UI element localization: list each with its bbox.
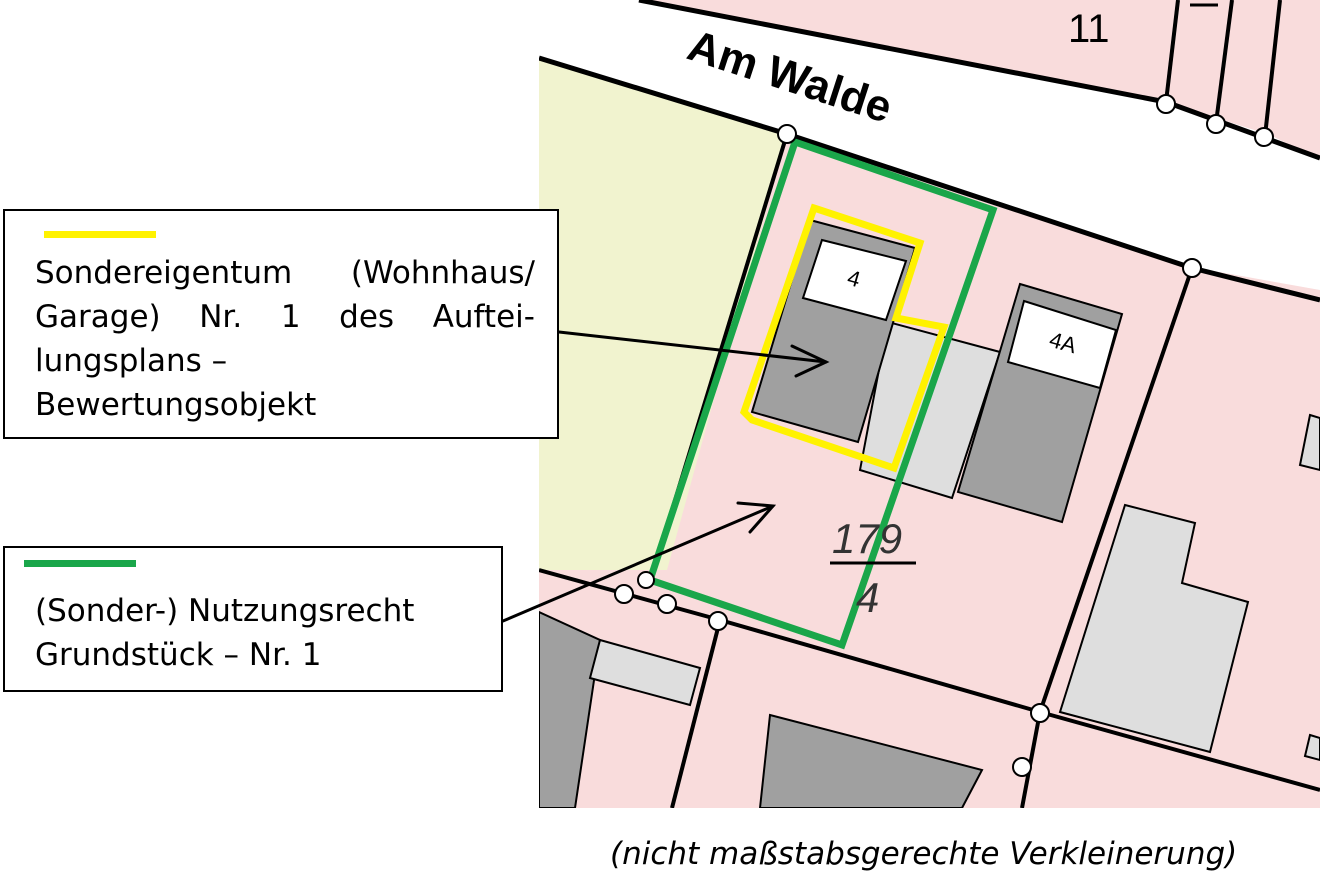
parcel-boundary-east	[1038, 267, 1194, 713]
house-number-box-4a	[1006, 299, 1118, 390]
building-east-2	[1298, 413, 1320, 472]
boundary-point	[1030, 703, 1050, 723]
boundary-line	[1214, 0, 1234, 124]
parcel-boundary	[1020, 711, 1042, 808]
map-svg: Am Walde 11 4 4A 179 4 2	[539, 0, 1320, 808]
building-south-3	[758, 713, 984, 808]
legend-word: des	[339, 299, 395, 335]
boundary-line	[1164, 0, 1180, 103]
boundary-point	[777, 124, 797, 144]
building-south-1	[539, 610, 602, 808]
boundary-line	[1263, 0, 1282, 137]
house-number-11: 11	[1068, 7, 1110, 51]
green-area	[539, 58, 787, 570]
building-east-1	[1058, 503, 1250, 754]
street-edge-north	[638, 0, 1167, 105]
swatch-nutzungsrecht	[24, 560, 136, 567]
legend-word: (Wohnhaus/	[350, 255, 535, 291]
boundary-point	[637, 571, 655, 589]
street-edge-south-3	[1191, 265, 1320, 303]
legend-line: Grundstück – Nr. 1	[35, 637, 322, 673]
legend-line: Bewertungsobjekt	[35, 387, 317, 423]
parcel-boundary-south-2	[719, 618, 1041, 714]
boundary-point	[1182, 258, 1202, 278]
boundary-point	[1156, 94, 1176, 114]
boundary-point	[614, 584, 634, 604]
house-number-box-4	[801, 238, 908, 322]
legend-line: lungsplans –	[35, 343, 228, 379]
legend-word: 1	[280, 299, 301, 335]
boundary-point	[1254, 127, 1274, 147]
building-east-3	[1303, 733, 1320, 762]
building-south-2	[588, 638, 702, 707]
legend-nutzungsrecht-text: (Sonder-) Nutzungsrecht Grundstück – Nr.…	[35, 589, 495, 677]
street-edge-north-2	[1165, 99, 1320, 161]
parcel-number: 179	[832, 515, 902, 562]
street-edge-south-2	[786, 131, 1193, 271]
caption: (nicht maßstabsgerechte Verkleinerung)	[610, 836, 1238, 872]
parcel-top	[639, 0, 1320, 160]
sondereigentum-outline	[739, 203, 949, 473]
legend-nutzungsrecht: (Sonder-) Nutzungsrecht Grundstück – Nr.…	[3, 546, 503, 692]
parcel-sub-number: 4	[856, 574, 879, 621]
legend-line: Garage) Nr. 1 des Auftei-	[35, 295, 535, 339]
boundary-point	[1206, 114, 1226, 134]
legend-word: Sondereigentum	[35, 255, 293, 291]
swatch-sondereigentum	[44, 231, 156, 238]
boundary-point	[708, 611, 728, 631]
street-edge-south	[539, 55, 788, 137]
legend-line: (Sonder-) Nutzungsrecht	[35, 593, 415, 629]
cadastral-map: Am Walde 11 4 4A 179 4 2	[539, 0, 1320, 808]
nutzungsrecht-outline	[645, 137, 998, 650]
garage-building	[858, 320, 1002, 500]
boundary-point	[1012, 757, 1032, 777]
legend-sondereigentum: Sondereigentum (Wohnhaus/ Garage) Nr. 1 des A…	[3, 209, 559, 439]
legend-word: Auftei-	[432, 299, 535, 335]
legend-sondereigentum-text: Sondereigentum (Wohnhaus/ Garage) Nr. 1 des A…	[35, 251, 535, 427]
legend-word: Garage)	[35, 299, 161, 335]
parcel-boundary-southeast	[1039, 710, 1320, 792]
boundary-point	[657, 594, 677, 614]
legend-line: Sondereigentum (Wohnhaus/	[35, 251, 535, 295]
parcel-boundary	[670, 619, 722, 808]
legend-word: Nr.	[199, 299, 243, 335]
